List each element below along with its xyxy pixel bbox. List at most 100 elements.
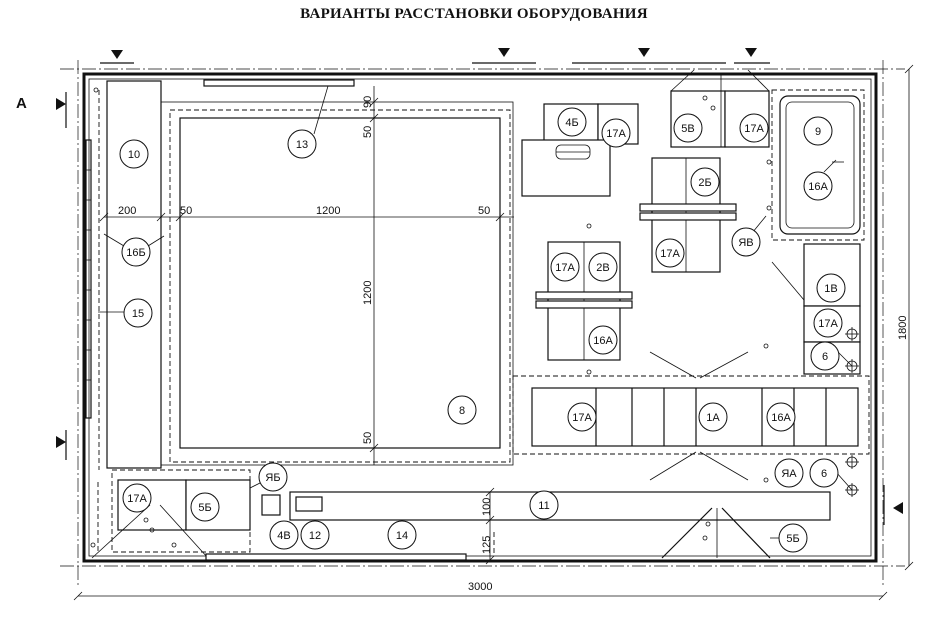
svg-text:16А: 16А (771, 412, 791, 424)
radiators-left (85, 90, 100, 470)
label-17a-2: 17А (739, 113, 769, 143)
label-17a-1: 17А (601, 118, 631, 148)
axis-lines (60, 60, 905, 585)
svg-text:16Б: 16Б (126, 247, 145, 259)
label-8: 8 (447, 395, 477, 425)
svg-text:17А: 17А (818, 318, 838, 330)
dim-1200-h: 1200 (316, 205, 340, 217)
overall-dimensions: 3000 1800 (73, 64, 914, 601)
dim-50-top: 50 (362, 126, 374, 138)
dim-50-left: 50 (180, 205, 192, 217)
svg-text:1В: 1В (824, 283, 837, 295)
label-16a-1: 16А (803, 171, 833, 201)
equipment-5b-group-right (661, 507, 771, 559)
label-bubbles: 10 16Б 15 13 8 4Б 17А 5В 17А 9 2Б 16А 17… (119, 107, 846, 553)
dim-50-bottom: 50 (362, 432, 374, 444)
label-1v: 1В (816, 273, 846, 303)
dim-125: 125 (481, 536, 493, 554)
label-6-2: 6 (809, 458, 839, 488)
section-arrow-top-4 (745, 48, 757, 57)
svg-text:2Б: 2Б (698, 177, 711, 189)
room-inner-wall (88, 78, 872, 557)
svg-text:1А: 1А (706, 412, 720, 424)
section-arrow-left-top (56, 98, 66, 110)
section-arrow-top-3 (638, 48, 650, 57)
dim-1200-v: 1200 (362, 281, 374, 305)
svg-text:ЯВ: ЯВ (738, 237, 753, 249)
svg-text:9: 9 (815, 126, 821, 138)
svg-text:6: 6 (822, 351, 828, 363)
label-5b-1: 5Б (190, 492, 220, 522)
svg-text:6: 6 (821, 468, 827, 480)
svg-text:10: 10 (128, 149, 140, 161)
dim-50-right: 50 (478, 205, 490, 217)
dim-total-height: 1800 (897, 316, 909, 340)
label-9: 9 (803, 116, 833, 146)
label-ya: ЯА (774, 458, 804, 488)
svg-text:8: 8 (459, 405, 465, 417)
dim-100: 100 (481, 498, 493, 516)
svg-text:17А: 17А (555, 262, 575, 274)
equipment-2b-group (639, 157, 737, 273)
label-1a: 1А (698, 402, 728, 432)
label-16a-3: 16А (766, 402, 796, 432)
label-2v: 2В (588, 252, 618, 282)
svg-text:5В: 5В (681, 123, 694, 135)
svg-text:5Б: 5Б (198, 502, 211, 514)
label-17a-7: 17А (122, 483, 152, 513)
svg-text:ЯА: ЯА (781, 468, 797, 480)
label-16a-2: 16А (588, 325, 618, 355)
label-17a-5: 17А (813, 308, 843, 338)
svg-text:16А: 16А (593, 335, 613, 347)
svg-text:4Б: 4Б (565, 117, 578, 129)
label-11: 11 (529, 490, 559, 520)
label-17a-6: 17А (567, 402, 597, 432)
label-17a-3: 17А (655, 238, 685, 268)
equipment-13-shelf (203, 79, 355, 87)
label-17a-4: 17А (550, 252, 580, 282)
label-14: 14 (387, 520, 417, 550)
equipment-bottom-row: 100 125 (205, 487, 831, 565)
svg-text:17А: 17А (606, 128, 626, 140)
svg-text:16А: 16А (808, 181, 828, 193)
label-4v: 4В (269, 520, 299, 550)
svg-text:14: 14 (396, 530, 408, 542)
section-arrow-top-2 (498, 48, 510, 57)
label-13: 13 (287, 129, 317, 159)
svg-text:5Б: 5Б (786, 533, 799, 545)
svg-text:17А: 17А (127, 493, 147, 505)
label-6-1: 6 (810, 341, 840, 371)
equipment-2v-group (535, 241, 633, 361)
label-12: 12 (300, 520, 330, 550)
section-arrow-top-1 (111, 50, 123, 59)
svg-text:13: 13 (296, 139, 308, 151)
equipment-8-chamber (99, 86, 514, 466)
section-label: А (16, 95, 27, 112)
section-arrow-left-bottom (56, 436, 66, 448)
svg-text:11: 11 (538, 500, 549, 512)
label-yab: ЯБ (258, 462, 288, 492)
equipment-10 (106, 80, 162, 469)
label-4b: 4Б (557, 107, 587, 137)
equipment-9-cabinet (771, 89, 865, 241)
svg-text:17А: 17А (660, 248, 680, 260)
dim-200: 200 (118, 205, 136, 217)
section-arrow-right (893, 502, 903, 514)
dim-90: 90 (362, 96, 374, 108)
svg-text:15: 15 (132, 308, 144, 320)
svg-text:17А: 17А (572, 412, 592, 424)
label-16b: 16Б (121, 237, 151, 267)
svg-text:4В: 4В (277, 530, 290, 542)
dim-total-width: 3000 (468, 581, 492, 593)
label-15: 15 (123, 298, 153, 328)
room-outer-wall (82, 72, 878, 563)
section-markers: А (16, 48, 903, 525)
equipment-5b-group-left (91, 469, 263, 559)
page-title: ВАРИАНТЫ РАССТАНОВКИ ОБОРУДОВАНИЯ (300, 6, 648, 22)
svg-text:2В: 2В (596, 262, 609, 274)
label-5v: 5В (673, 113, 703, 143)
label-10: 10 (119, 139, 149, 169)
chamber-dimensions: 200 50 1200 50 90 50 1200 50 (118, 96, 490, 444)
svg-text:12: 12 (309, 530, 321, 542)
